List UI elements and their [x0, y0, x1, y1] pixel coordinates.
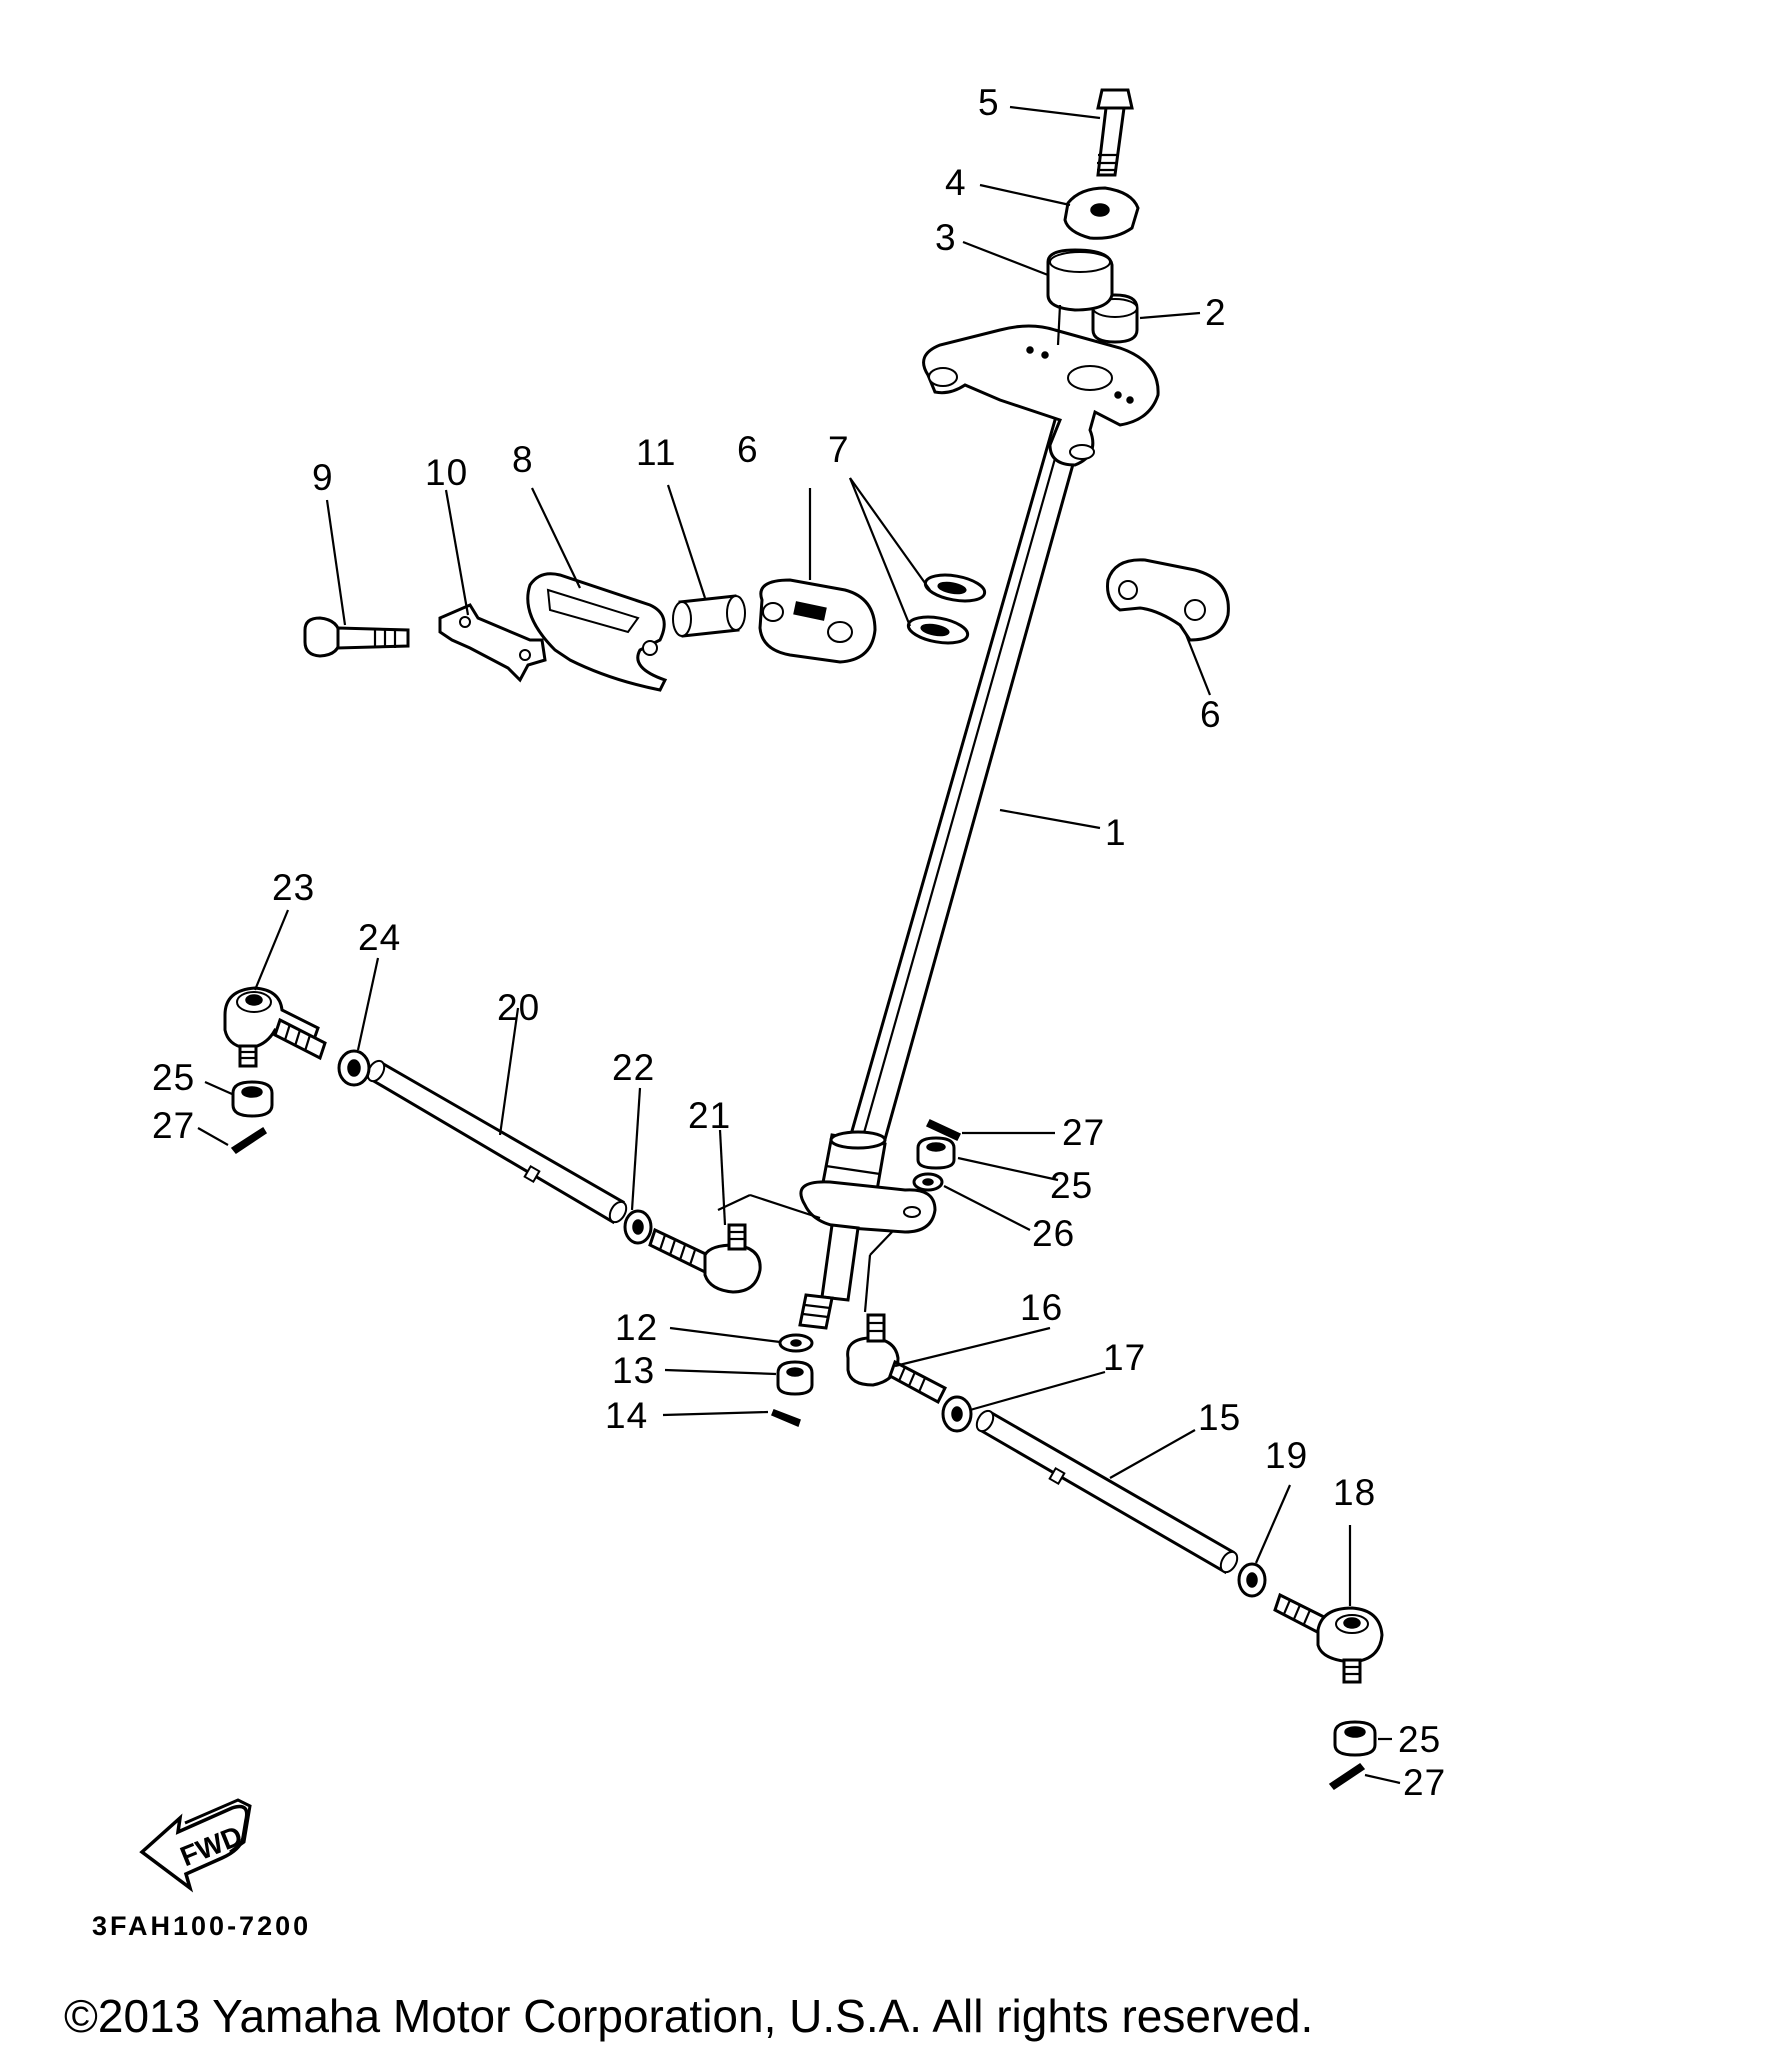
callout-16: 16: [1020, 1287, 1063, 1328]
tie-rod-end-16: [846, 1313, 948, 1405]
callout-18: 18: [1333, 1472, 1376, 1513]
callout-19: 19: [1265, 1435, 1308, 1476]
collar-3: [1046, 248, 1114, 346]
nut-13: [776, 1360, 814, 1396]
tie-rod-end-18: [1273, 1592, 1384, 1684]
callout-10: 10: [425, 452, 468, 493]
upper-bracket: [922, 324, 1160, 467]
washer-26: [912, 1172, 944, 1192]
washer-12: [778, 1333, 814, 1353]
callout-labels: 1 2 3 4 5 6 6 7 8 9 10 11 12 13 14 15 16…: [152, 82, 1446, 1803]
bolt-5: [1096, 88, 1134, 177]
tie-rod-20: [366, 1059, 628, 1225]
bolt-9: [303, 616, 410, 658]
shaft-holder-6-right: [1106, 558, 1230, 642]
callout-13: 13: [612, 1350, 655, 1391]
callout-2: 2: [1205, 292, 1227, 333]
callout-11: 11: [636, 432, 676, 473]
callout-9: 9: [312, 457, 334, 498]
callout-17: 17: [1103, 1337, 1146, 1378]
bushing-7: [906, 573, 987, 645]
callout-25-lower: 25: [1398, 1719, 1441, 1760]
plate-10: [438, 603, 547, 683]
castle-nut-25-right-bottom: [1333, 1720, 1377, 1757]
callout-23: 23: [272, 867, 315, 908]
lock-washer-8: [526, 572, 668, 692]
callout-24: 24: [358, 917, 401, 958]
callout-7: 7: [828, 429, 850, 470]
callout-25-left: 25: [152, 1057, 195, 1098]
nut-19: [1237, 1562, 1267, 1598]
holder-4: [1063, 186, 1140, 240]
tie-rod-end-21: [648, 1223, 762, 1294]
callout-6-right: 6: [1200, 694, 1222, 735]
callout-27-left: 27: [152, 1105, 195, 1146]
callout-4: 4: [945, 162, 967, 203]
callout-20: 20: [497, 987, 540, 1028]
collar-11: [672, 594, 746, 638]
nut-24: [337, 1049, 371, 1087]
castle-nut-25-left: [231, 1080, 274, 1118]
shaft-holder-6-left: [758, 578, 877, 664]
callout-15: 15: [1198, 1397, 1241, 1438]
copyright-notice: ©2013 Yamaha Motor Corporation, U.S.A. A…: [64, 1990, 1313, 2042]
callout-1: 1: [1105, 812, 1127, 853]
callout-27-upper: 27: [1062, 1112, 1105, 1153]
leader-lines: [197, 105, 1401, 1785]
callout-14: 14: [605, 1395, 648, 1436]
callout-12: 12: [615, 1307, 658, 1348]
nut-17: [941, 1395, 973, 1433]
steering-shaft: [798, 390, 1094, 1330]
cotter-pin-14: [771, 1409, 801, 1428]
callout-8: 8: [512, 439, 534, 480]
callout-3: 3: [935, 217, 957, 258]
castle-nut-25-upper: [916, 1136, 956, 1170]
drawing-code: 3FAH100-7200: [92, 1911, 311, 1941]
cotter-pin-27-left: [230, 1126, 268, 1155]
callout-5: 5: [978, 82, 1000, 123]
cotter-pin-27-right-bottom: [1328, 1762, 1366, 1791]
callout-25-upper: 25: [1050, 1165, 1093, 1206]
cotter-pin-27-upper: [925, 1119, 962, 1141]
callout-6-top: 6: [737, 429, 759, 470]
callout-22: 22: [612, 1047, 655, 1088]
callout-21: 21: [688, 1095, 731, 1136]
fwd-arrow: FWD: [139, 1798, 252, 1893]
tie-rod-15: [975, 1409, 1239, 1575]
callout-26: 26: [1032, 1213, 1075, 1254]
callout-27-lower: 27: [1403, 1762, 1446, 1803]
nut-22: [623, 1209, 653, 1245]
tie-rod-end-23: [223, 986, 327, 1068]
